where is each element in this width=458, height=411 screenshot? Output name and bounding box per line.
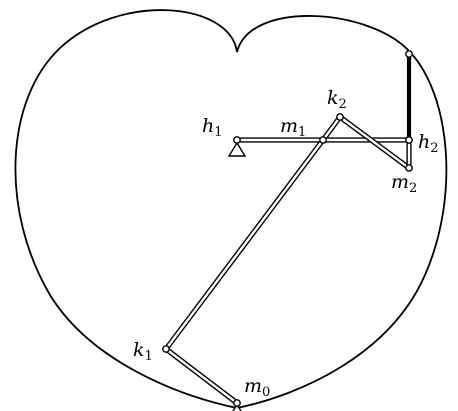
bar-k1-m1 (163, 137, 326, 352)
joint-m0 (233, 399, 241, 407)
label-h2: h2 (418, 131, 439, 156)
joint-m1 (319, 136, 327, 144)
joint-k1 (162, 345, 170, 353)
joint-h2 (405, 136, 413, 144)
joint-top (405, 50, 413, 58)
label-k1: k1 (133, 339, 153, 364)
ground-support-m0 (232, 403, 242, 411)
label-m0: m0 (244, 375, 270, 400)
bar-k2-m2 (337, 114, 412, 171)
joint-h1 (233, 136, 241, 144)
bar-m0-k1 (163, 346, 240, 406)
label-h1: h1 (202, 115, 223, 140)
label-m2: m2 (391, 171, 417, 196)
bar-m1-k2 (320, 114, 343, 143)
label-m1: m1 (280, 115, 306, 140)
cardioid-curve (14, 9, 448, 409)
ground-support-h1 (227, 141, 247, 157)
joint-m2 (405, 164, 413, 172)
joint-k2 (336, 113, 344, 121)
label-k2: k2 (327, 87, 347, 112)
